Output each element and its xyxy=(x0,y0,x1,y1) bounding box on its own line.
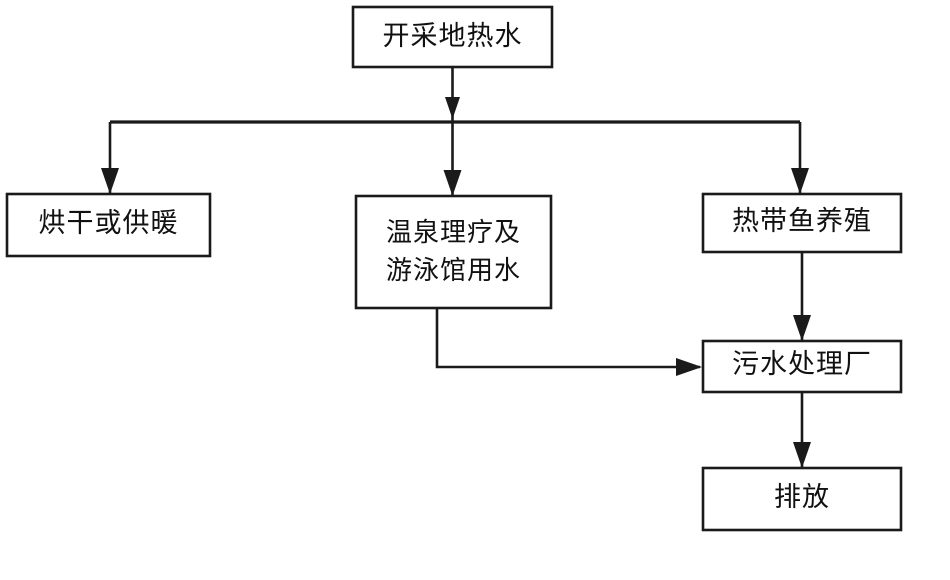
edge-layer xyxy=(101,67,811,468)
node-layer: 开采地热水 烘干或供暖 温泉理疗及 游泳馆用水 热带鱼养殖 污水处理厂 xyxy=(5,5,903,532)
node-fishfarm-box[interactable] xyxy=(701,192,903,254)
node-drying[interactable]: 烘干或供暖 xyxy=(5,192,212,258)
node-spa-label-line1: 温泉理疗及 xyxy=(386,218,521,247)
arrow-head-treatment-to-discharge xyxy=(793,442,811,468)
node-treatment[interactable]: 污水处理厂 xyxy=(701,339,903,394)
arrow-head-spa-to-treatment xyxy=(676,358,702,376)
node-discharge-box[interactable] xyxy=(701,466,903,532)
node-treatment-box[interactable] xyxy=(701,339,903,394)
node-discharge[interactable]: 排放 xyxy=(701,466,903,532)
node-spa-label-line2: 游泳馆用水 xyxy=(386,256,521,285)
arrow-head-source-to-bus xyxy=(445,97,460,119)
node-spa-box[interactable] xyxy=(354,194,553,310)
arrow-head-fishfarm-to-treatment xyxy=(793,315,811,341)
arrow-head-bus-to-fishfarm xyxy=(791,168,809,194)
node-source-box[interactable] xyxy=(351,5,554,69)
edge-spa-to-treatment xyxy=(435,308,700,369)
arrow-head-bus-to-spa xyxy=(443,170,462,196)
arrow-head-bus-to-drying xyxy=(101,168,119,194)
node-discharge-label: 排放 xyxy=(774,482,830,512)
node-source-label: 开采地热水 xyxy=(383,21,523,51)
node-source[interactable]: 开采地热水 xyxy=(351,5,554,69)
node-drying-box[interactable] xyxy=(5,192,212,258)
node-drying-label: 烘干或供暖 xyxy=(39,208,179,238)
node-fishfarm[interactable]: 热带鱼养殖 xyxy=(701,192,903,254)
node-treatment-label: 污水处理厂 xyxy=(732,349,872,379)
node-fishfarm-label: 热带鱼养殖 xyxy=(732,206,872,236)
node-spa[interactable]: 温泉理疗及 游泳馆用水 xyxy=(354,194,553,310)
